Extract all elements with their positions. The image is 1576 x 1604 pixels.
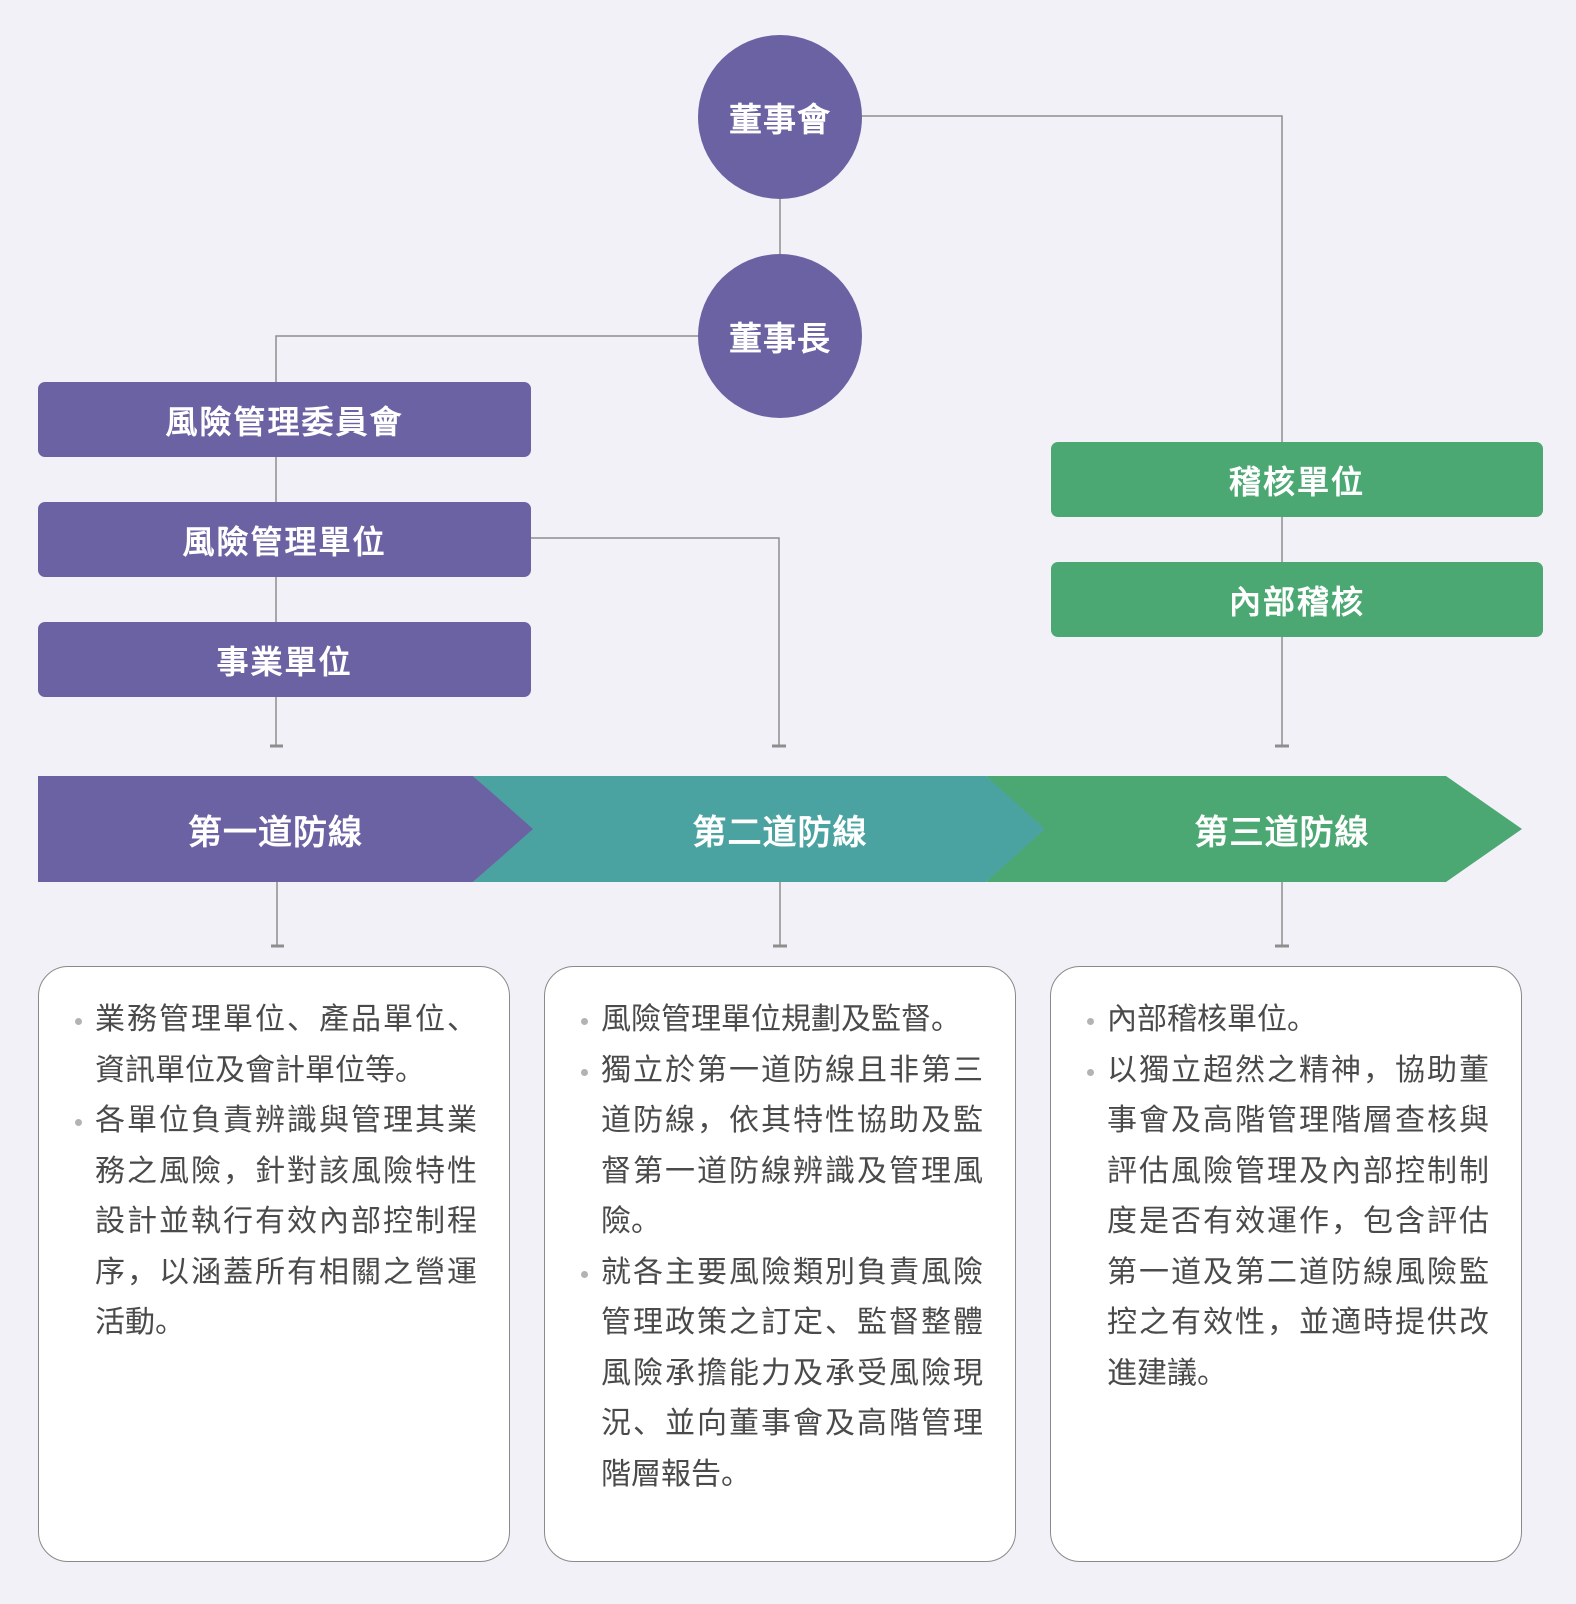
card-bullet: 業務管理單位、產品單位、資訊單位及會計單位等。 <box>57 995 477 1096</box>
third-line-card: 內部稽核單位。 以獨立超然之精神，協助董事會及高階管理階層查核與評估風險管理及內… <box>1050 966 1522 1562</box>
card-bullet: 內部稽核單位。 <box>1069 995 1489 1046</box>
card-bullet: 獨立於第一道防線且非第三道防線，依其特性協助及監督第一道防線辨識及管理風險。 <box>563 1046 983 1248</box>
third-line-label: 第三道防線 <box>1194 812 1370 853</box>
second-line-arrow-shape <box>473 776 1045 882</box>
card-bullet: 以獨立超然之精神，協助董事會及高階管理階層查核與評估風險管理及內部控制制度是否有… <box>1069 1046 1489 1400</box>
second-line-label: 第二道防線 <box>692 812 868 853</box>
connector-risk-unit-second-line <box>531 537 780 746</box>
risk-committee-box: 風險管理委員會 <box>38 382 531 457</box>
chairman-node: 董事長 <box>698 254 862 418</box>
connector-board-audit <box>862 115 1283 746</box>
first-line-card: 業務管理單位、產品單位、資訊單位及會計單位等。 各單位負責辨識與管理其業務之風險… <box>38 966 510 1562</box>
card-bullet: 各單位負責辨識與管理其業務之風險，針對該風險特性設計並執行有效內部控制程序，以涵… <box>57 1096 477 1349</box>
first-line-arrow-shape <box>38 776 533 882</box>
third-line-arrow-shape <box>986 776 1522 882</box>
card-bullet: 風險管理單位規劃及監督。 <box>563 995 983 1046</box>
first-line-label: 第一道防線 <box>188 812 363 853</box>
risk-management-unit-box: 風險管理單位 <box>38 502 531 577</box>
connector-chairman-first-line <box>275 335 700 746</box>
board-node: 董事會 <box>698 35 862 199</box>
second-line-card: 風險管理單位規劃及監督。 獨立於第一道防線且非第三道防線，依其特性協助及監督第一… <box>544 966 1016 1562</box>
business-unit-box: 事業單位 <box>38 622 531 697</box>
card-bullet: 就各主要風險類別負責風險管理政策之訂定、監督整體風險承擔能力及承受風險現況、並向… <box>563 1248 983 1501</box>
internal-audit-box: 內部稽核 <box>1051 562 1543 637</box>
audit-unit-box: 稽核單位 <box>1051 442 1543 517</box>
